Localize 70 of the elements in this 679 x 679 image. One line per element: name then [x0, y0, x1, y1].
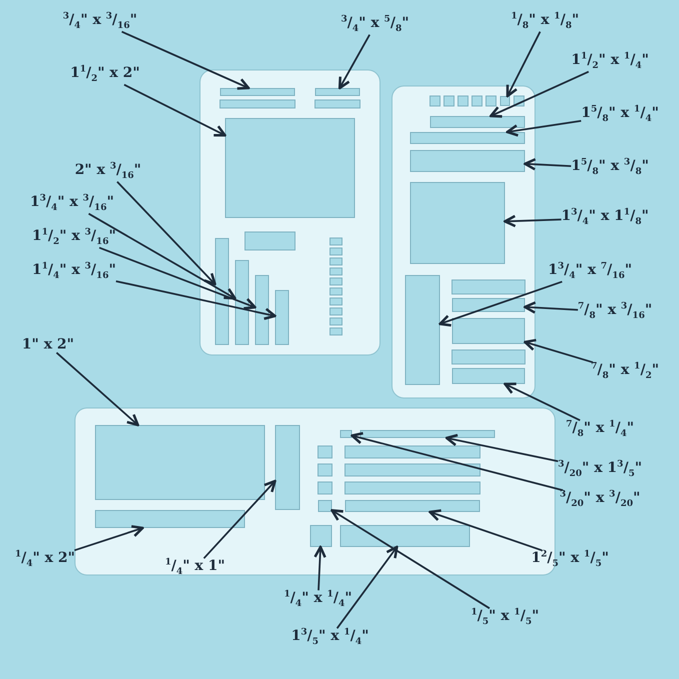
- stencil-cutout: [220, 88, 295, 96]
- size-label: $^{3}$/$_{20}$" x 1$^{3}$/$_{5}$": [558, 460, 642, 480]
- leader-arrow: [314, 546, 326, 590]
- stencil-cutout: [315, 88, 360, 96]
- size-label: $^{1}$/$_{5}$" x $^{1}$/$_{5}$": [471, 608, 539, 628]
- leader-arrow: [88, 212, 236, 300]
- leader-arrow: [428, 509, 542, 552]
- stencil-cutout: [405, 275, 440, 385]
- size-label: 1$^{5}$/$_{8}$" x $^{1}$/$_{4}$": [581, 105, 659, 125]
- size-label: 1$^{5}$/$_{8}$" x $^{3}$/$_{8}$": [571, 158, 649, 178]
- size-label: 1$^{1}$/$_{4}$" x $^{3}$/$_{16}$": [32, 262, 116, 282]
- leader-arrow: [506, 31, 541, 98]
- size-label: $^{1}$/$_{8}$" x $^{1}$/$_{8}$": [511, 12, 579, 32]
- size-label: 1" x 2": [22, 337, 74, 353]
- size-label: 1$^{1}$/$_{2}$" x 2": [70, 65, 140, 85]
- stencil-cutout: [345, 500, 480, 512]
- size-label: $^{3}$/$_{4}$" x $^{3}$/$_{16}$": [62, 12, 138, 32]
- leader-arrow: [438, 280, 562, 327]
- leader-arrow: [330, 509, 490, 610]
- size-label: 1$^{3}$/$_{4}$" x $^{3}$/$_{16}$": [30, 194, 114, 214]
- stencil-cutout: [500, 96, 510, 106]
- size-label: 1$^{1}$/$_{2}$" x $^{3}$/$_{16}$": [32, 228, 116, 248]
- size-label: 1$^{2}$/$_{5}$" x $^{1}$/$_{5}$": [531, 550, 609, 570]
- size-label: 2" x $^{3}$/$_{16}$": [74, 162, 142, 182]
- size-label: $^{7}$/$_{8}$" x $^{3}$/$_{16}$": [578, 302, 652, 322]
- leader-arrow: [504, 382, 580, 422]
- leader-arrow: [504, 214, 562, 228]
- size-label: $^{1}$/$_{4}$" x $^{1}$/$_{4}$": [284, 590, 352, 610]
- leader-arrow: [56, 352, 140, 426]
- leader-arrow: [524, 158, 572, 171]
- stencil-cutout: [340, 525, 470, 547]
- size-label: $^{1}$/$_{4}$" x 1": [164, 558, 226, 578]
- size-label: $^{7}$/$_{8}$" x $^{1}$/$_{4}$": [566, 420, 634, 440]
- stencil-cutout: [215, 238, 229, 345]
- stencil-cutout: [225, 118, 355, 218]
- leader-arrow: [524, 301, 578, 314]
- size-label: 1$^{3}$/$_{5}$" x $^{1}$/$_{4}$": [291, 628, 369, 648]
- stencil-cutout: [318, 500, 332, 512]
- stencil-cutout: [452, 318, 525, 344]
- stencil-cutout: [310, 525, 332, 547]
- stencil-cutout: [95, 425, 265, 500]
- leader-arrow: [124, 84, 226, 137]
- leader-arrow: [116, 181, 216, 286]
- stencil-cutout: [255, 275, 269, 345]
- stencil-cutout: [275, 425, 300, 510]
- stencil-cutout: [360, 430, 495, 438]
- leader-arrow: [490, 70, 589, 118]
- leader-arrow: [524, 338, 594, 364]
- leader-arrow: [336, 546, 398, 629]
- size-label: $^{3}$/$_{4}$" x $^{5}$/$_{8}$": [341, 15, 409, 35]
- leader-arrow: [98, 246, 256, 310]
- leader-arrow: [203, 480, 276, 559]
- leader-arrow: [506, 120, 582, 137]
- leader-arrow: [116, 280, 276, 320]
- size-label: $^{1}$/$_{4}$" x 2": [14, 550, 76, 570]
- stencil-cutout: [452, 298, 525, 312]
- stencil-cutout: [275, 290, 289, 345]
- stencil-cutout: [95, 510, 245, 528]
- stencil-cutout: [340, 430, 352, 438]
- stencil-cutout: [410, 182, 505, 264]
- size-label: 1$^{3}$/$_{4}$" x $^{7}$/$_{16}$": [548, 262, 632, 282]
- stencil-cutout: [235, 260, 249, 345]
- size-label: 1$^{3}$/$_{4}$" x 1$^{1}$/$_{8}$": [561, 208, 649, 228]
- stencil-cutout: [430, 116, 525, 128]
- leader-arrow: [121, 30, 250, 90]
- stencil-cutout: [410, 150, 525, 172]
- size-label: 1$^{1}$/$_{2}$" x $^{1}$/$_{4}$": [571, 52, 649, 72]
- stencil-cutout: [452, 368, 525, 384]
- leader-arrow: [338, 34, 370, 90]
- stencil-cutout: [410, 132, 525, 144]
